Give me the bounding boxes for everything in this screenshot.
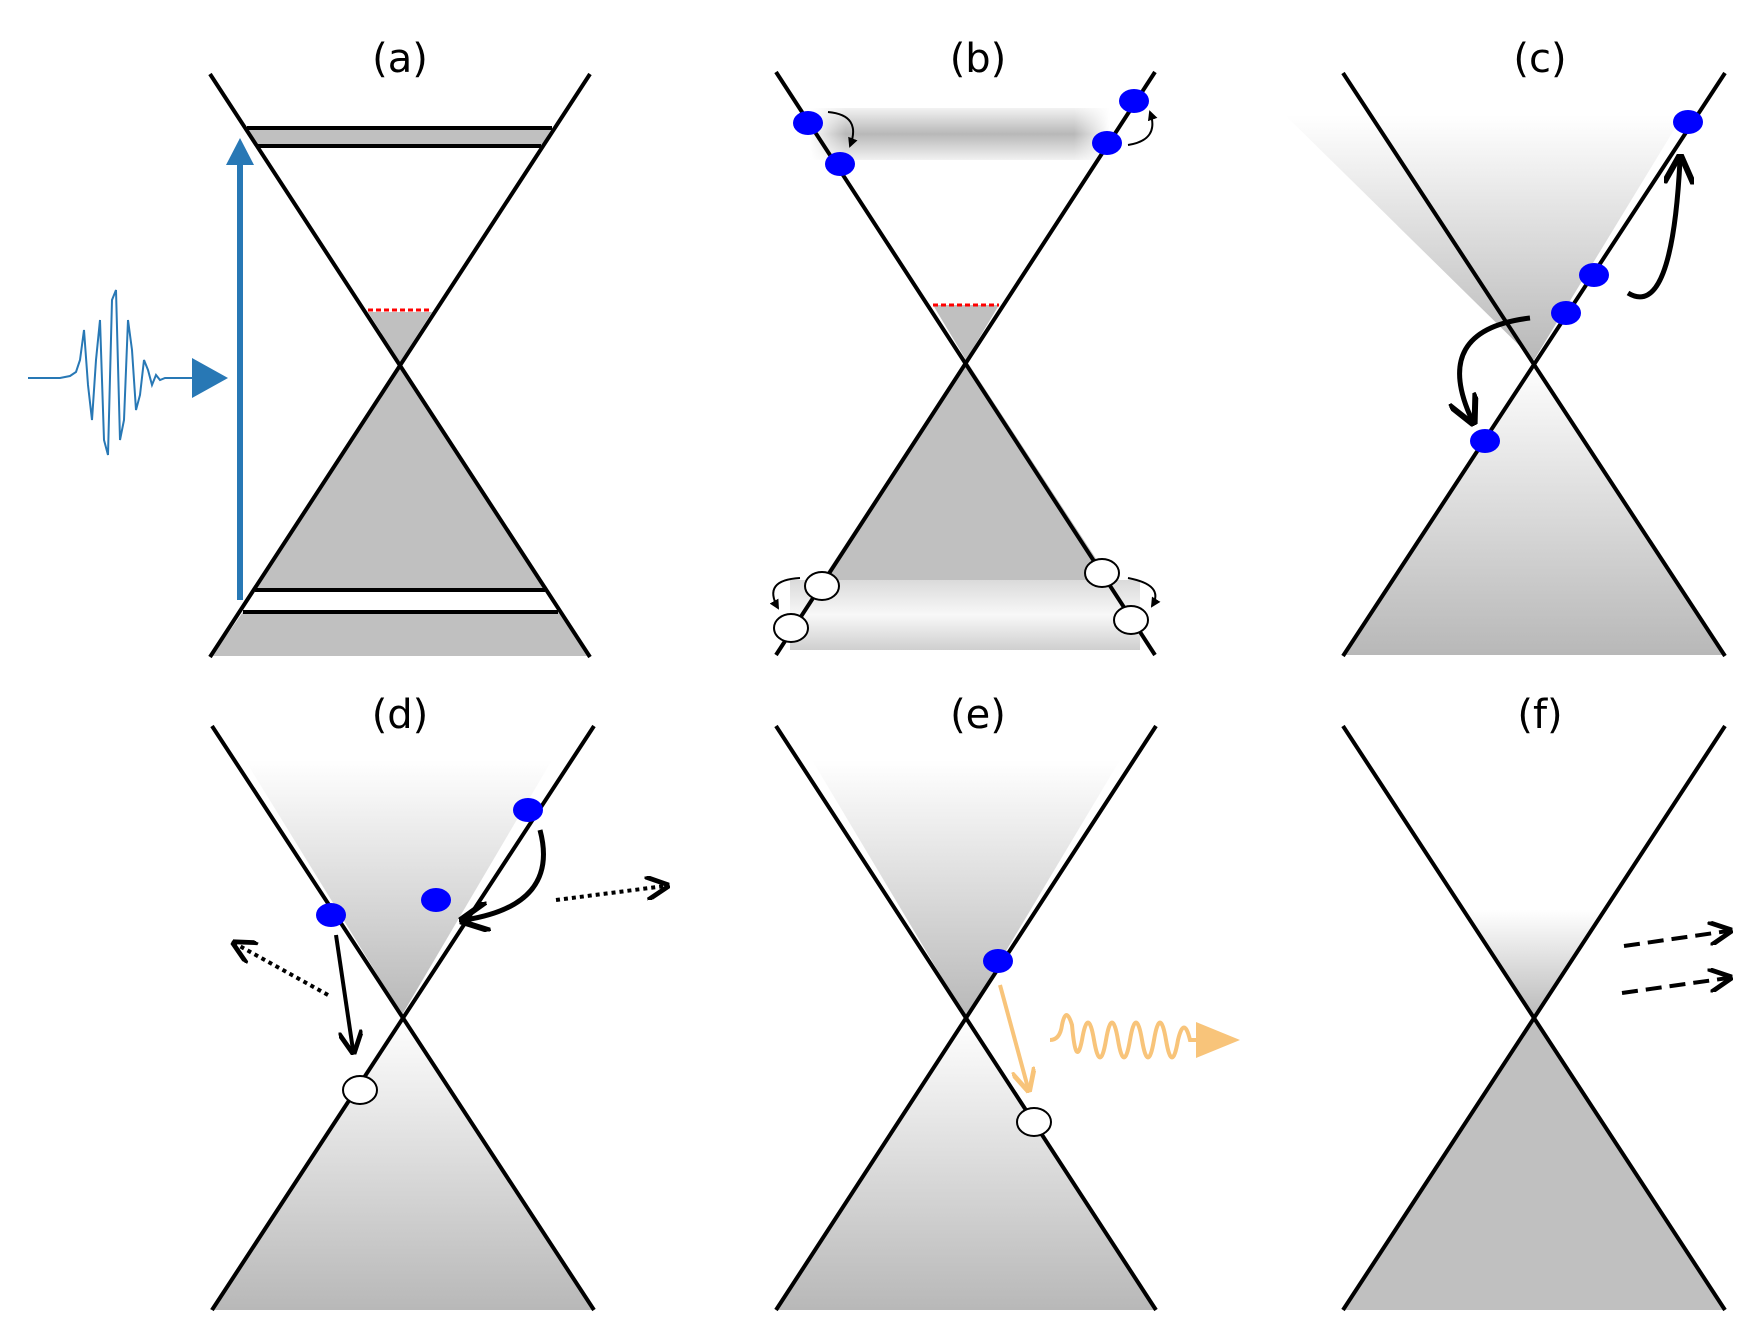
carrier-flow-arrow [1621, 978, 1728, 995]
lower-cone-fill [1343, 360, 1725, 655]
dirac-cone-line [1341, 724, 1727, 1312]
dirac-cone-line [774, 724, 1158, 1312]
photon-arrowhead [1196, 1022, 1240, 1058]
electron [983, 949, 1013, 973]
lower-cone-fill [255, 362, 545, 590]
panel-c: (c) [1285, 36, 1727, 658]
panel-b-label: (b) [950, 36, 1007, 82]
panel-f: (f) [1341, 692, 1728, 1312]
lower-cone-fill [1343, 1020, 1725, 1310]
relaxation-arrow [465, 829, 546, 920]
panel-e-label: (e) [950, 692, 1006, 738]
upper-cone-fill [1285, 115, 1683, 360]
electron [793, 111, 823, 135]
electron [1092, 131, 1122, 155]
scattering-arrow [827, 111, 858, 148]
electron [316, 903, 346, 927]
hole [342, 1075, 378, 1105]
electron [513, 798, 543, 822]
panel-d-label: (d) [372, 692, 429, 738]
hole [804, 571, 840, 601]
lower-cone-fill [822, 360, 1110, 580]
radiative-recombination-arrow [998, 984, 1028, 1088]
upper-cone-fill [245, 760, 552, 1015]
panel-d: (d) [210, 692, 665, 1312]
recombination-arrow [334, 934, 353, 1050]
laser-pulse-arrowhead [192, 358, 228, 398]
lower-cone-fill [210, 1015, 594, 1310]
impact-ionization-arrow [1626, 160, 1680, 300]
hole [1084, 558, 1120, 588]
laser-pulse-wave [28, 289, 195, 456]
electron [1673, 110, 1703, 134]
fermi-fill [933, 305, 999, 360]
electron [1551, 301, 1581, 325]
hole [1113, 605, 1149, 635]
emission-arrow-dotted [236, 944, 329, 997]
panel-b: (b) [769, 36, 1161, 657]
upper-cone-fill [812, 760, 1120, 1018]
panel-a: (a) [28, 36, 592, 659]
panel-c-label: (c) [1513, 36, 1566, 82]
hole [1016, 1107, 1052, 1137]
dirac-cone-line [1341, 71, 1727, 658]
electron [1470, 429, 1500, 453]
scattering-arrow [1127, 110, 1158, 146]
fermi-fill [368, 312, 432, 362]
electron [1119, 89, 1149, 113]
dirac-cone-line [774, 70, 1157, 657]
dirac-cone-line [210, 724, 596, 1312]
hot-hole-band [790, 580, 1140, 650]
scattering-arrow [769, 577, 801, 610]
impact-ionization-arrow [1460, 315, 1531, 420]
panel-a-label: (a) [372, 36, 428, 82]
panel-f-label: (f) [1517, 692, 1562, 738]
carrier-flow-arrow [1623, 931, 1728, 948]
electron [825, 152, 855, 176]
upper-cone-fill [1464, 910, 1606, 1020]
photon-wave [1049, 1013, 1198, 1060]
hole [773, 613, 809, 643]
band-fill-bottom [212, 612, 588, 656]
lower-cone-fill [776, 1018, 1156, 1310]
dirac-cone-line [208, 72, 592, 659]
band-fill-top [247, 128, 552, 146]
scattering-arrow [1127, 577, 1161, 608]
hot-electron-band-fade [810, 108, 1110, 160]
emission-arrow-dotted [555, 886, 665, 902]
electron [1579, 263, 1609, 287]
electron [421, 888, 451, 912]
excitation-arrowhead [226, 138, 254, 165]
panel-e: (e) [774, 692, 1240, 1312]
